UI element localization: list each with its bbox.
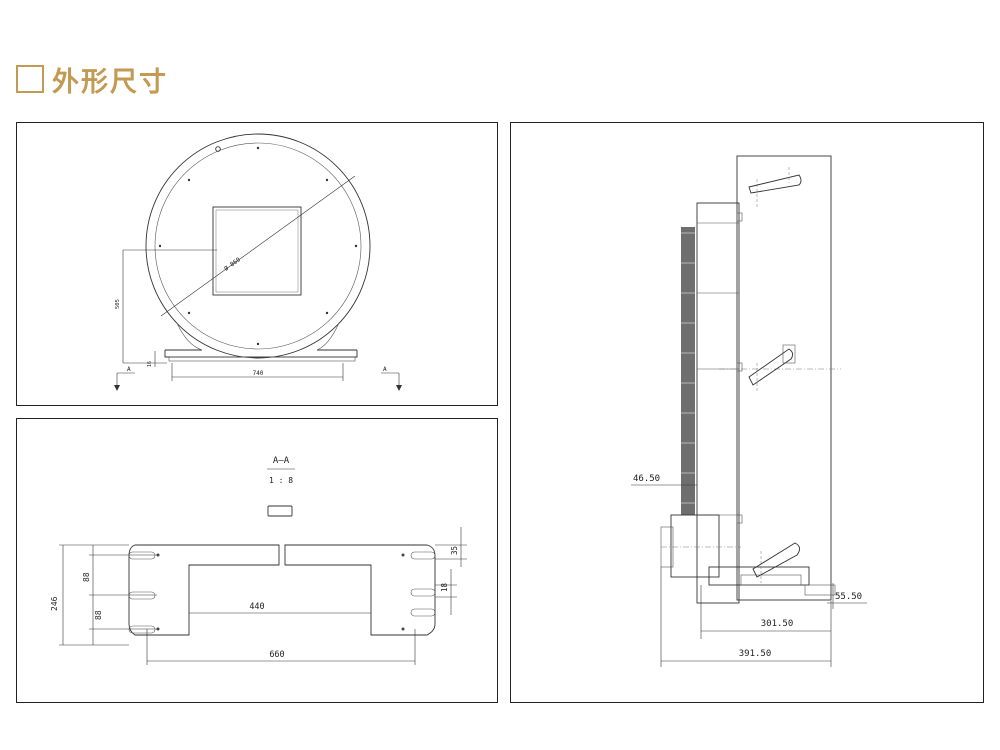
svg-text:35: 35 (450, 546, 459, 555)
diameter-label: Ø 860 (223, 256, 242, 273)
square-opening (212, 206, 302, 296)
svg-text:301.50: 301.50 (761, 619, 794, 629)
origin-mark-icon (215, 146, 221, 152)
plate-right (284, 544, 436, 636)
base-feet (164, 349, 358, 358)
handle-top (748, 167, 802, 207)
svg-text:55.50: 55.50 (835, 592, 862, 602)
svg-text:246: 246 (50, 596, 59, 611)
svg-text:391.50: 391.50 (739, 649, 772, 659)
front-view-panel: Ø 860 505 16 740 A A (16, 122, 498, 406)
section-header: 外形尺寸 (16, 62, 168, 98)
section-view-panel: A—A 1 : 8 246 88 88 440 (16, 418, 498, 703)
main-body (696, 202, 740, 604)
bolt-holes (158, 146, 358, 346)
svg-text:88: 88 (82, 572, 91, 582)
section-scale: 1 : 8 (269, 476, 293, 485)
section-marker-right: A (381, 366, 402, 391)
svg-text:16: 16 (147, 361, 153, 367)
inner-ring (154, 142, 362, 350)
center-slot (267, 505, 293, 517)
outer-ring (145, 133, 371, 359)
svg-text:A: A (383, 366, 387, 373)
side-view-panel: 46.50 55.50 301.50 391.50 (510, 122, 984, 703)
section-title: A—A (273, 456, 290, 466)
svg-text:46.50: 46.50 (633, 474, 660, 484)
handle-middle (748, 344, 796, 393)
section-marker-left: A (114, 366, 135, 391)
lower-housing (670, 514, 720, 578)
mounting-plate (736, 155, 832, 601)
square-icon (16, 65, 44, 93)
section-title: 外形尺寸 (52, 66, 168, 98)
svg-text:740: 740 (253, 370, 264, 377)
gear-band (681, 227, 695, 515)
side-view-drawing: 46.50 55.50 301.50 391.50 (631, 155, 867, 667)
svg-text:18: 18 (440, 582, 449, 592)
svg-text:440: 440 (249, 602, 264, 612)
handle-bottom (752, 542, 800, 583)
plate-left (128, 544, 280, 636)
section-view-drawing: A—A 1 : 8 246 88 88 440 (50, 456, 467, 665)
svg-text:505: 505 (115, 299, 121, 309)
diameter-line (160, 175, 356, 317)
front-view-drawing: Ø 860 505 16 740 A A (114, 133, 402, 391)
svg-text:A: A (127, 366, 131, 373)
svg-text:88: 88 (94, 610, 103, 620)
svg-text:660: 660 (269, 650, 284, 660)
